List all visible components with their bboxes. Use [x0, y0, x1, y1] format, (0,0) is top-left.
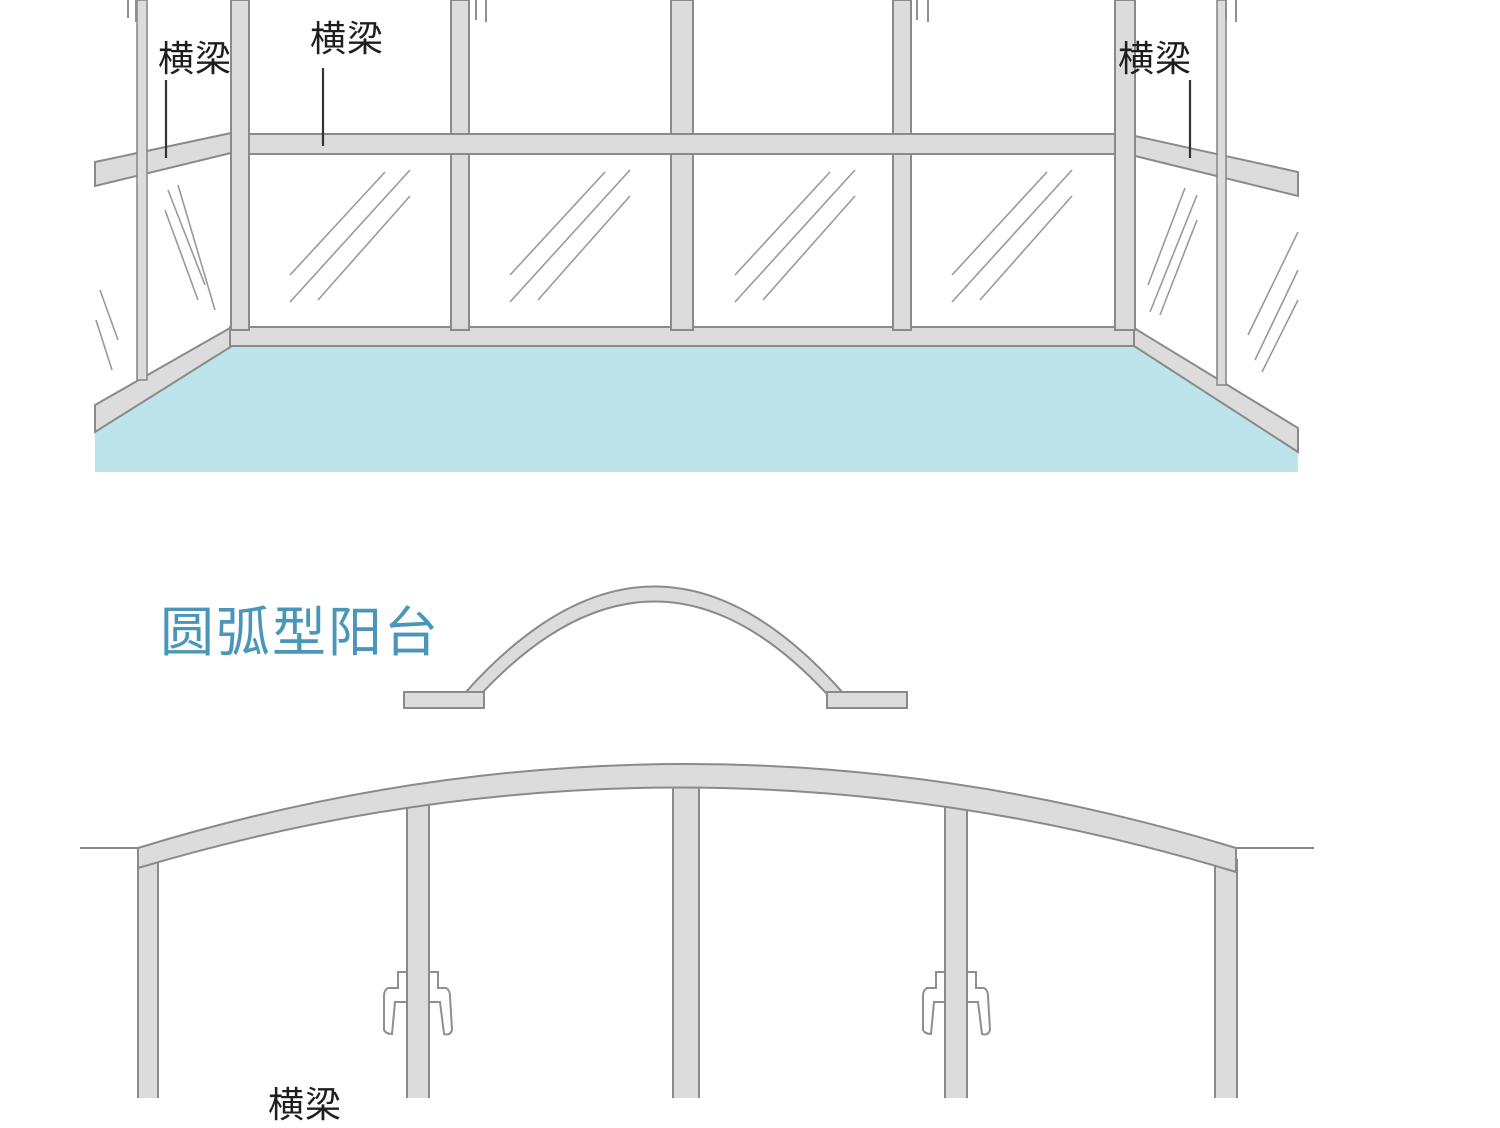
balcony-diagram	[80, 0, 1314, 1098]
beam-label-right: 横梁	[1118, 39, 1193, 80]
glass-glare	[95, 169, 1299, 373]
section-title-arc-balcony: 圆弧型阳台	[160, 601, 440, 664]
box-balcony-illustration	[94, 0, 1299, 472]
arc-balcony-illustration	[80, 763, 1314, 1098]
floor	[95, 344, 1298, 472]
beam-label-front: 横梁	[310, 19, 385, 60]
beam-label-arc: 横梁	[268, 1085, 343, 1126]
beam-label-left: 横梁	[158, 39, 233, 80]
arc-balcony-plan-icon	[403, 585, 908, 709]
